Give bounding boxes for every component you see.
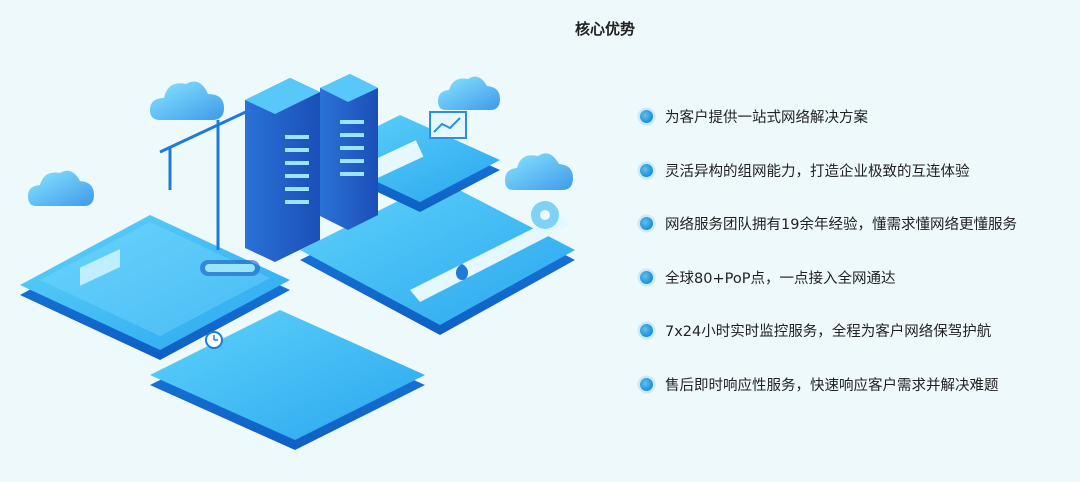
- office-platform-left: [20, 215, 290, 360]
- bullet-dot-icon: [640, 377, 653, 391]
- advantage-text: 为客户提供一站式网络解决方案: [665, 110, 868, 126]
- gear-icon: [531, 201, 559, 229]
- bullet-dot-icon: [640, 110, 653, 123]
- cloud-icon: [505, 153, 573, 190]
- advantages-list: 为客户提供一站式网络解决方案 灵活异构的组网能力，打造企业极致的互连体验 网络服…: [640, 103, 1070, 424]
- advantage-item: 售后即时响应性服务，快速响应客户需求并解决难题: [640, 371, 1070, 398]
- advantage-item: 7x24小时实时监控服务，全程为客户网络保驾护航: [640, 317, 1070, 344]
- advantage-item: 全球80+PoP点，一点接入全网通达: [640, 264, 1070, 291]
- cloud-icon: [150, 81, 224, 120]
- advantage-text: 7x24小时实时监控服务，全程为客户网络保驾护航: [665, 324, 992, 340]
- bullet-dot-icon: [640, 217, 653, 230]
- advantage-item: 为客户提供一站式网络解决方案: [640, 103, 1070, 130]
- bullet-dot-icon: [640, 324, 653, 337]
- clock-icon: [205, 331, 223, 349]
- location-pin-icon: [455, 264, 469, 280]
- cloud-icon: [28, 170, 94, 206]
- cloud-icon: [438, 76, 500, 110]
- advantage-text: 灵活异构的组网能力，打造企业极致的互连体验: [665, 163, 970, 180]
- advantage-item: 网络服务团队拥有19余年经验，懂需求懂网络更懂服务: [640, 210, 1070, 237]
- advantage-text: 售后即时响应性服务，快速响应客户需求并解决难题: [665, 377, 999, 394]
- server-tower-icon: [245, 74, 378, 262]
- crane-icon: [159, 108, 251, 250]
- bullet-dot-icon: [640, 163, 653, 177]
- page-title: 核心优势: [574, 20, 635, 38]
- network-illustration: [20, 74, 575, 450]
- advantage-text: 全球80+PoP点，一点接入全网通达: [665, 270, 896, 287]
- monitor-icon: [429, 111, 467, 139]
- advantage-item: 灵活异构的组网能力，打造企业极致的互连体验: [640, 157, 1070, 184]
- bullet-dot-icon: [640, 270, 653, 284]
- advantage-text: 网络服务团队拥有19余年经验，懂需求懂网络更懂服务: [665, 217, 1017, 233]
